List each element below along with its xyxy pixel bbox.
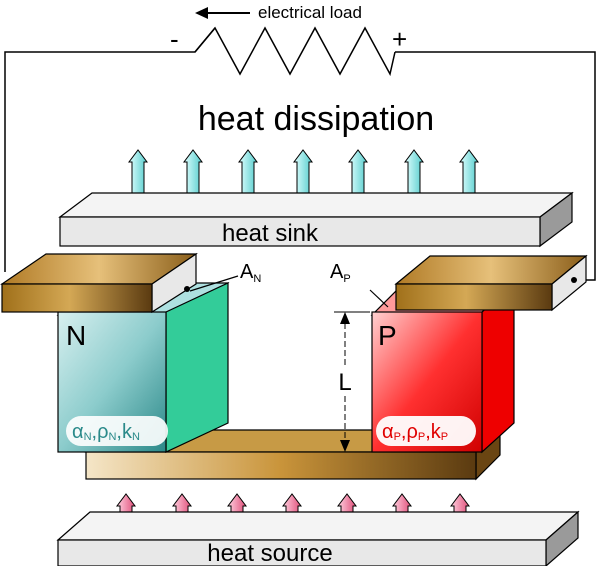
length-label: L	[338, 369, 351, 396]
electrical-load-label: electrical load	[258, 3, 362, 22]
heat-sink	[58, 191, 574, 248]
heat-source-label: heat source	[207, 540, 332, 566]
resistor-load	[194, 26, 396, 77]
an-leader	[189, 275, 239, 292]
n-alpha-sub: N	[84, 431, 92, 443]
n-comma-1: ,	[92, 421, 98, 443]
heat-sink-label: heat sink	[222, 220, 319, 247]
plus-sign: +	[392, 24, 407, 54]
p-comma-1: ,	[401, 421, 407, 443]
svg-text:αN,ρN,kN: αN,ρN,kN	[72, 421, 140, 443]
n-comma-2: ,	[116, 421, 122, 443]
n-leg-letter: N	[66, 320, 86, 351]
svg-text:αP,ρP,kP: αP,ρP,kP	[382, 421, 448, 443]
ap-label: AP	[330, 261, 351, 285]
p-alpha-sub: P	[394, 431, 401, 443]
p-top-electrode	[394, 254, 588, 312]
p-k-sub: P	[441, 431, 448, 443]
ap-leader	[369, 289, 389, 308]
n-rho: ρ	[97, 421, 108, 443]
minus-sign: -	[170, 24, 179, 54]
p-rho: ρ	[406, 421, 417, 443]
p-contact-dot	[571, 277, 577, 283]
n-alpha: α	[72, 421, 84, 443]
n-contact-dot	[184, 286, 190, 292]
n-rho-sub: N	[108, 431, 116, 443]
p-leg-letter: P	[378, 320, 397, 351]
p-alpha: α	[382, 421, 394, 443]
an-label: AN	[240, 261, 261, 285]
length-dimension	[334, 311, 370, 452]
p-comma-2: ,	[425, 421, 431, 443]
n-k-sub: N	[132, 431, 140, 443]
n-leg-properties: αN,ρN,kN	[66, 416, 168, 446]
p-rho-sub: P	[418, 431, 425, 443]
p-leg-properties: αP,ρP,kP	[376, 416, 476, 446]
heat-source	[56, 510, 580, 566]
p-k: k	[431, 421, 442, 443]
load-direction-arrow	[195, 7, 250, 19]
n-top-electrode	[0, 252, 198, 314]
heat-dissipation-label: heat dissipation	[198, 100, 434, 138]
n-k: k	[122, 421, 133, 443]
